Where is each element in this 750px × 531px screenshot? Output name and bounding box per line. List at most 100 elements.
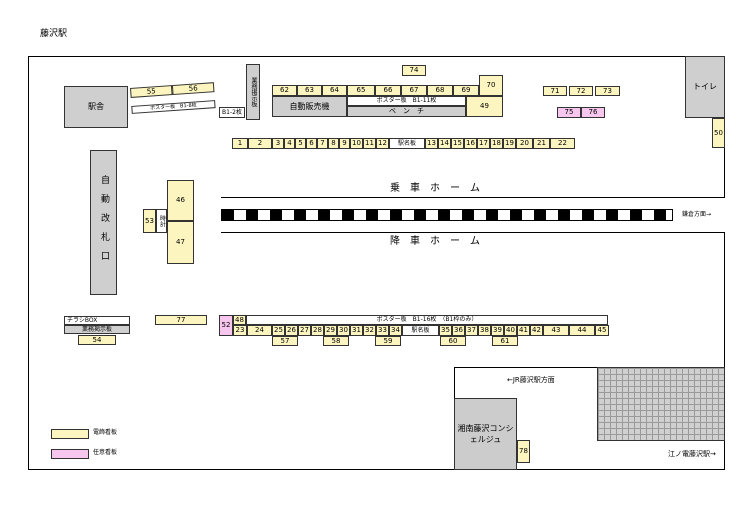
label-77: 77 [176, 315, 186, 324]
sign-45: 45 [595, 325, 609, 336]
sign-19: 19 [503, 138, 516, 149]
sign-63: 63 [297, 85, 322, 96]
sign-17: 17 [477, 138, 490, 149]
sign-37: 37 [465, 325, 478, 336]
outer-border-right-bottom [724, 232, 725, 470]
sign-59: 59 [375, 336, 401, 346]
label-64: 64 [330, 86, 339, 94]
sign-55: 55 [130, 85, 173, 98]
sign-74: 74 [402, 65, 426, 76]
label-28: 28 [313, 326, 322, 334]
sign-66: 66 [375, 85, 401, 96]
label-72: 72 [576, 86, 586, 95]
label-60: 60 [448, 336, 458, 345]
station-name-board-upper: 駅名板 [389, 138, 425, 149]
sign-56: 56 [171, 82, 215, 96]
enoden-direction: 江ノ電藤沢駅→ [668, 450, 716, 458]
sign-50: 50 [712, 118, 725, 148]
label-8: 8 [331, 139, 336, 147]
sign-4: 4 [284, 138, 295, 149]
sign-60: 60 [440, 336, 466, 346]
kamakura-direction: 鎌倉方面→ [682, 211, 712, 218]
poster-board-bottom: ポスター板 B1-16枚 （B1枠のみ） [246, 315, 608, 325]
label-30: 30 [339, 326, 348, 334]
outer-border-top [28, 56, 725, 57]
label-19: 19 [505, 139, 514, 147]
vending-label: 自動販売機 [289, 101, 330, 111]
label-49: 49 [480, 102, 489, 110]
label-2: 2 [257, 139, 263, 147]
sign-13: 13 [425, 138, 438, 149]
label-25: 25 [274, 326, 283, 334]
label-69: 69 [461, 86, 471, 94]
label-75: 75 [564, 108, 574, 116]
sign-69: 69 [453, 85, 479, 96]
label-26: 26 [287, 326, 296, 334]
sign-33: 33 [376, 325, 389, 336]
label-29: 29 [326, 326, 335, 334]
label-41: 41 [519, 326, 528, 334]
clock-label: 時計 [158, 215, 166, 227]
sign-58: 58 [323, 336, 349, 346]
sign-76: 76 [581, 107, 605, 118]
legend-pink-swatch [51, 449, 89, 459]
bench-label: ベ ン チ [389, 107, 424, 115]
label-18: 18 [492, 139, 501, 147]
label-45: 45 [597, 326, 607, 334]
sign-row-upper: 1 2 3 4 5 6 7 8 9 10 11 12 駅名板 13 14 15 … [232, 138, 575, 149]
b1-2-label: B1-2枚 [222, 108, 242, 116]
label-32: 32 [365, 326, 374, 334]
sign-46: 46 [167, 180, 194, 221]
label-76: 76 [588, 108, 598, 116]
label-65: 65 [356, 86, 366, 94]
sign-27: 27 [298, 325, 311, 336]
toilet: トイレ [685, 56, 725, 118]
boarding-platform-edge [221, 197, 725, 198]
station-name-lower-label: 駅名板 [411, 326, 430, 334]
concourse-top-line [454, 367, 725, 368]
poster-top-label: ポスター板 B1-11枚 [376, 97, 437, 104]
sign-14: 14 [438, 138, 451, 149]
sign-28: 28 [311, 325, 324, 336]
slanted-signs: 55 56 ポスター板 B1-8枚 [130, 82, 216, 124]
sign-6: 6 [306, 138, 317, 149]
label-23: 23 [235, 326, 245, 334]
sign-42: 42 [530, 325, 543, 336]
sign-32: 32 [363, 325, 376, 336]
sign-10: 10 [350, 138, 363, 149]
sign-20: 20 [516, 138, 533, 149]
label-24: 24 [255, 326, 264, 334]
label-66: 66 [383, 86, 393, 94]
sign-54: 54 [78, 335, 116, 345]
sign-70: 70 [479, 75, 503, 96]
label-52: 52 [221, 321, 231, 329]
sign-53: 53 [143, 209, 156, 233]
legend-yellow-label: 電飾看板 [93, 429, 118, 436]
label-22: 22 [558, 139, 567, 147]
label-58: 58 [331, 336, 341, 345]
label-7: 7 [320, 139, 325, 147]
label-35: 35 [441, 326, 450, 334]
label-53: 53 [145, 216, 154, 225]
label-17: 17 [479, 139, 488, 147]
label-15: 15 [453, 139, 462, 147]
poster-board-left: ポスター板 B1-8枚 [131, 100, 216, 114]
concierge-label: 湘南藤沢コンシェルジュ [457, 423, 514, 444]
poster-left-label: ポスター板 B1-8枚 [149, 101, 197, 112]
legend-yellow-swatch [51, 429, 89, 439]
label-36: 36 [454, 326, 463, 334]
sign-35: 35 [439, 325, 452, 336]
jr-direction: ←JR藤沢駅方面 [507, 376, 555, 384]
label-50: 50 [714, 128, 723, 137]
label-34: 34 [391, 326, 400, 334]
flyer-box: チラシBOX [64, 316, 130, 325]
sign-77: 77 [155, 315, 207, 325]
label-62: 62 [280, 86, 289, 94]
sign-57: 57 [272, 336, 298, 346]
alighting-platform-label: 降 車 ホ ー ム [390, 236, 480, 247]
label-20: 20 [520, 139, 529, 147]
label-10: 10 [352, 139, 361, 147]
label-56: 56 [188, 83, 198, 93]
label-46: 46 [176, 196, 185, 204]
label-38: 38 [480, 326, 489, 334]
